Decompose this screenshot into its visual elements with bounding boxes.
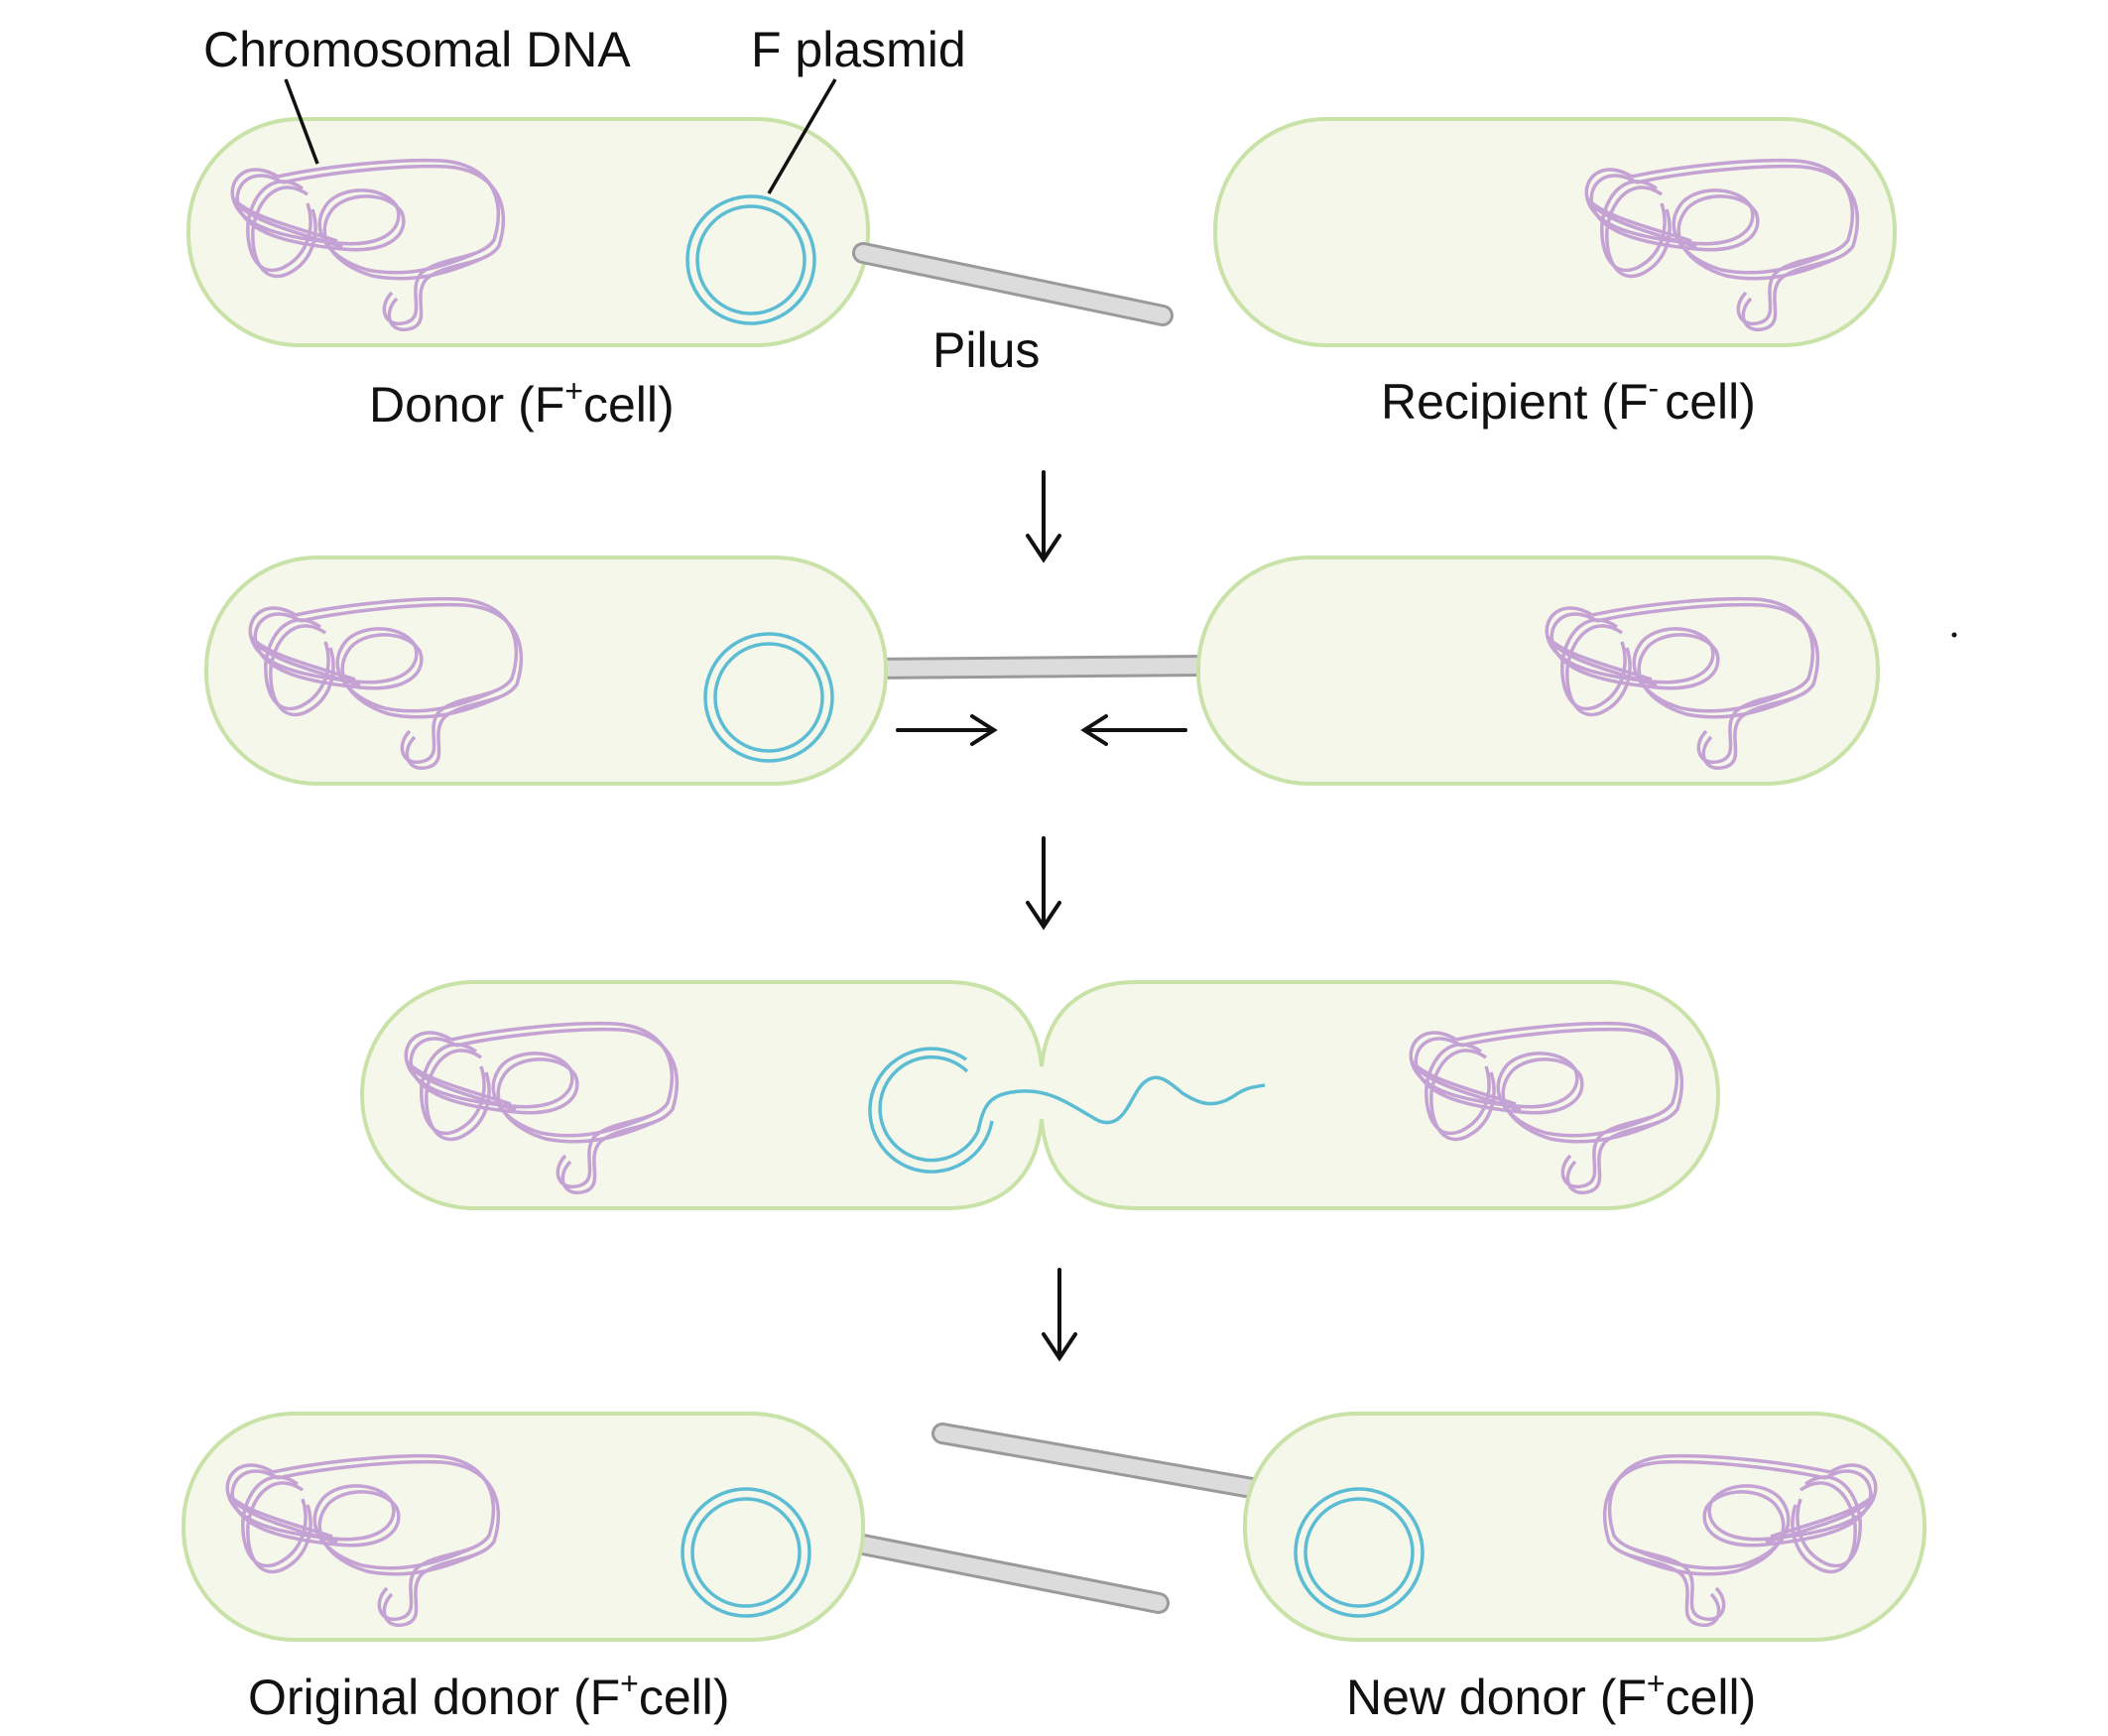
original-donor-label-text: Original donor (F	[248, 1670, 620, 1725]
arrow-right-icon	[896, 714, 998, 746]
chromosomal-dna-label: Chromosomal DNA	[203, 22, 631, 77]
pilus	[872, 655, 1206, 680]
original-donor-label-sup: +	[620, 1666, 639, 1701]
row-3	[359, 980, 1721, 1210]
new-donor-label: New donor (F+cell)	[1346, 1666, 1756, 1725]
row-1: Chromosomal DNA F plasmid Pilus Donor (F…	[186, 22, 1897, 433]
recipient-cell	[1196, 556, 1880, 786]
new-donor-label-text: New donor (F	[1346, 1670, 1647, 1725]
step-arrow-down-icon	[1026, 470, 1061, 563]
donor-cell	[186, 117, 870, 347]
f-plasmid-label: F plasmid	[751, 22, 966, 77]
donor-label: Donor (F+cell)	[369, 373, 675, 433]
original-donor-label-end: cell)	[639, 1670, 730, 1725]
stray-dot	[1951, 632, 1957, 638]
donor-label-sup: +	[564, 373, 583, 409]
row-2	[204, 556, 1957, 786]
f-plasmid-leader	[767, 78, 837, 194]
step-arrow-down-icon	[1026, 836, 1061, 930]
original-donor-label: Original donor (F+cell)	[248, 1666, 730, 1725]
conjugating-cells	[359, 980, 1721, 1210]
new-donor-label-sup: +	[1647, 1666, 1666, 1701]
row-4: Original donor (F+cell) New donor (F+cel…	[182, 1412, 1926, 1725]
recipient-cell	[1213, 117, 1897, 347]
recipient-label: Recipient (F-cell)	[1381, 370, 1756, 430]
recipient-label-end: cell)	[1665, 374, 1756, 430]
new-donor-label-end: cell)	[1666, 1670, 1757, 1725]
pilus	[842, 1532, 1170, 1614]
donor-cell	[204, 556, 888, 786]
step-arrow-down-icon	[1042, 1268, 1077, 1362]
original-donor-cell	[182, 1412, 865, 1642]
donor-label-text: Donor (F	[369, 377, 564, 433]
pilus-label: Pilus	[932, 322, 1040, 378]
arrow-left-icon	[1080, 714, 1187, 746]
recipient-label-text: Recipient (F	[1381, 374, 1649, 430]
chromosomal-dna-leader	[284, 78, 319, 165]
pilus	[852, 242, 1174, 326]
pilus	[931, 1423, 1263, 1499]
donor-label-end: cell)	[583, 377, 675, 433]
recipient-label-sup: -	[1649, 370, 1660, 406]
f-plasmid-transferring	[868, 1047, 1266, 1174]
